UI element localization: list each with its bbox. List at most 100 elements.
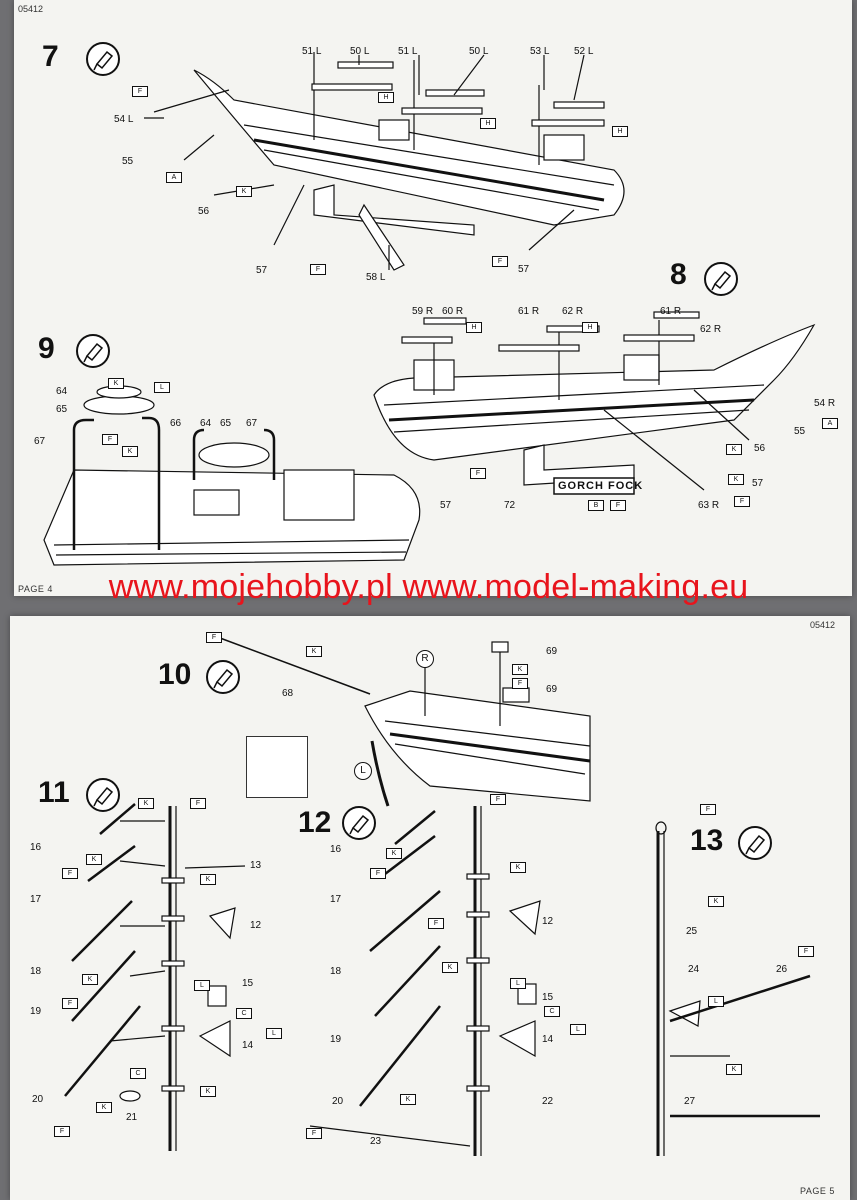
flag-marker: K — [138, 798, 154, 809]
flag-marker: F — [512, 678, 528, 689]
flag-marker: K — [442, 962, 458, 973]
part-label: 15 — [542, 992, 554, 1003]
nameplate-text: GORCH FOCK — [558, 480, 644, 492]
part-label: 69 — [546, 646, 558, 657]
part-label: 54 R — [814, 398, 836, 409]
flag-marker: F — [190, 798, 206, 809]
part-label: 55 — [794, 426, 806, 437]
part-label: 18 — [330, 966, 342, 977]
part-label: 23 — [370, 1136, 382, 1147]
flag-marker: K — [96, 1102, 112, 1113]
part-label: 65 — [220, 418, 232, 429]
part-label: 68 — [282, 688, 294, 699]
page-label: PAGE 4 — [18, 584, 53, 594]
flag-marker: L — [266, 1028, 282, 1039]
part-label: 66 — [170, 418, 182, 429]
part-label: 60 R — [442, 306, 464, 317]
part-label: 62 R — [700, 324, 722, 335]
part-label: 19 — [330, 1034, 342, 1045]
part-label: 62 R — [562, 306, 584, 317]
part-label: 61 R — [660, 306, 682, 317]
glue-icon — [342, 806, 376, 840]
part-label: 67 — [34, 436, 46, 447]
part-label: 56 — [198, 206, 210, 217]
step-number: 13 — [690, 824, 724, 857]
instruction-page-top: 05412 PAGE 4 — [14, 0, 852, 596]
flag-marker: F — [490, 794, 506, 805]
step-number: 11 — [38, 776, 70, 809]
flag-marker: F — [62, 998, 78, 1009]
flag-marker: L — [570, 1024, 586, 1035]
glue-icon — [86, 778, 120, 812]
part-label: 57 — [440, 500, 452, 511]
flag-marker: H — [612, 126, 628, 137]
flag-marker: K — [108, 378, 124, 389]
part-label: 58 L — [366, 272, 386, 283]
flag-marker: K — [510, 862, 526, 873]
flag-marker: L — [194, 980, 210, 991]
part-label: 13 — [250, 860, 262, 871]
step-number: 10 — [158, 658, 192, 691]
part-label: 17 — [330, 894, 342, 905]
flag-marker: K — [726, 444, 742, 455]
part-label: 17 — [30, 894, 42, 905]
flag-marker: L — [154, 382, 170, 393]
flag-marker: K — [306, 646, 322, 657]
flag-marker: F — [610, 500, 626, 511]
step-number: 12 — [298, 806, 332, 839]
flag-marker: K — [200, 1086, 216, 1097]
flag-marker: K — [728, 474, 744, 485]
part-label: 50 L — [469, 46, 489, 57]
flag-marker: F — [102, 434, 118, 445]
flag-marker: K — [708, 896, 724, 907]
flag-marker: K — [726, 1064, 742, 1075]
glue-icon — [206, 660, 240, 694]
flag-marker: L — [708, 996, 724, 1007]
ship-assembly-diagram — [43, 52, 816, 566]
part-label: 69 — [546, 684, 558, 695]
rigging-assembly-diagram — [64, 637, 820, 1156]
part-label: 54 L — [114, 114, 134, 125]
circle-marker-r: R — [416, 650, 434, 668]
flag-marker: F — [492, 256, 508, 267]
part-label: 51 L — [398, 46, 418, 57]
flag-marker: F — [206, 632, 222, 643]
flag-marker: C — [236, 1008, 252, 1019]
flag-marker: B — [588, 500, 604, 511]
part-label: 64 — [56, 386, 68, 397]
part-label: 19 — [30, 1006, 42, 1017]
part-label: 25 — [686, 926, 698, 937]
flag-marker: F — [798, 946, 814, 957]
flag-marker: K — [82, 974, 98, 985]
glue-icon — [704, 262, 738, 296]
part-label: 27 — [684, 1096, 696, 1107]
part-label: 56 — [754, 443, 766, 454]
part-label: 22 — [542, 1096, 554, 1107]
part-label: 63 R — [698, 500, 720, 511]
step-number: 8 — [670, 258, 687, 291]
part-label: 51 L — [302, 46, 322, 57]
decal-sheet-illustration — [246, 736, 308, 798]
page-label: PAGE 5 — [800, 1186, 835, 1196]
flag-marker: K — [236, 186, 252, 197]
glue-icon — [86, 42, 120, 76]
flag-marker: K — [400, 1094, 416, 1105]
flag-marker: F — [132, 86, 148, 97]
flag-marker: H — [480, 118, 496, 129]
step-number: 7 — [42, 40, 59, 73]
part-label: 64 — [200, 418, 212, 429]
flag-marker: F — [370, 868, 386, 879]
glue-icon — [738, 826, 772, 860]
part-label: 18 — [30, 966, 42, 977]
part-label: 50 L — [350, 46, 370, 57]
part-label: 57 — [752, 478, 764, 489]
part-label: 20 — [32, 1094, 44, 1105]
part-label: 16 — [330, 844, 342, 855]
part-label: 14 — [542, 1034, 554, 1045]
flag-marker: H — [378, 92, 394, 103]
flag-marker: F — [62, 868, 78, 879]
flag-marker: F — [306, 1128, 322, 1139]
instruction-page-bottom: 05412 PAGE 5 — [10, 616, 850, 1200]
flag-marker: F — [310, 264, 326, 275]
flag-marker: H — [466, 322, 482, 333]
